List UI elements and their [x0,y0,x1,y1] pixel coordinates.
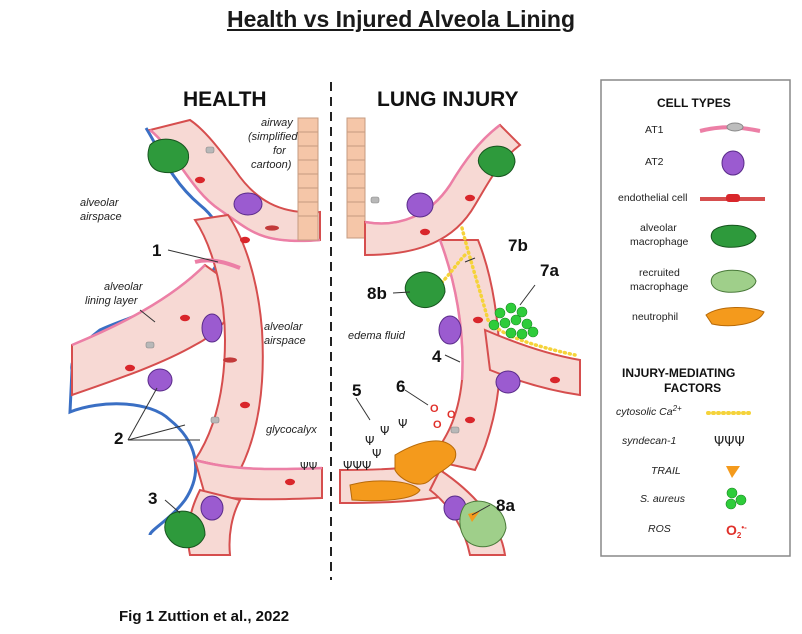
red-blood-cell [125,364,135,372]
recruited-macrophage [459,500,507,548]
alveolar-macrophage [147,138,190,174]
legend-cell-types-title: CELL TYPES [657,96,731,110]
airway-label: airway [261,117,294,129]
ros-cluster: O O O [430,403,456,431]
svg-text:macrophage: macrophage [630,236,689,248]
svg-text:FACTORS: FACTORS [664,381,721,395]
legend-rec-mac: recruited [639,267,680,279]
neutrophil [394,440,457,485]
marker-5: 5 [352,381,361,400]
red-blood-cell [465,194,475,202]
at2-cell [406,192,434,218]
svg-text:O: O [433,419,442,431]
upper-capillary-injury [364,123,522,257]
svg-text:lining layer: lining layer [85,295,139,307]
red-blood-cell [195,176,205,184]
airway-column-right [346,117,366,239]
alveolar-lining-label: alveolar [104,281,144,293]
neutrophil [349,480,421,502]
svg-text:ΨΨΨ: ΨΨΨ [343,459,371,473]
alveolar-macrophage [164,510,206,549]
svg-text:airspace: airspace [80,211,122,223]
marker-3: 3 [148,489,157,508]
red-blood-cell [285,478,295,486]
s-aureus-cluster [488,302,539,340]
syndecan-icon: ΨΨΨ [714,435,745,450]
legend-trail: TRAIL [651,465,681,477]
syndecan-marks: Ψ [365,434,374,448]
marker-2: 2 [114,429,123,448]
legend-box: CELL TYPES AT1 AT2 endothelial cell alve… [600,79,791,557]
svg-text:Ψ: Ψ [380,424,389,438]
red-blood-cell [180,314,190,322]
lung-injury-heading: LUNG INJURY [377,88,519,111]
marker-6: 6 [396,377,405,396]
at2-cell [147,368,173,392]
red-blood-cell [420,228,430,236]
red-blood-cell [465,416,475,424]
svg-text:Ψ: Ψ [372,447,381,461]
svg-text:O: O [447,409,456,421]
cytosolic-calcium-path [460,226,577,357]
saureus-icon [725,487,747,510]
trail-marker [468,511,480,522]
alveolar-macrophage [477,145,516,178]
marker-1: 1 [152,241,161,260]
at2-cell [233,192,263,216]
at2-cell [438,315,462,345]
marker-7b: 7b [508,236,528,255]
red-blood-cell [550,376,560,384]
injury-panel: Ψ Ψ Ψ Ψ ΨΨΨ O O O [339,117,581,556]
svg-text:for: for [273,145,287,157]
svg-text:(simplified: (simplified [248,131,298,143]
red-blood-cell [240,401,250,409]
health-heading: HEALTH [183,88,267,111]
at2-cell [200,495,224,521]
trail-icon [726,466,740,478]
marker-4: 4 [432,347,442,366]
glycocalyx-marks: ΨΨ [300,460,318,473]
marker-7a: 7a [540,261,559,280]
figure-caption: Fig 1 Zuttion et al., 2022 [119,608,290,625]
ros-icon: O2•- [726,522,747,540]
health-panel: ΨΨ [68,117,323,556]
legend-calcium: cytosolic Ca2+ [616,404,682,418]
at2-cell [495,370,521,394]
marker-8a: 8a [496,496,515,515]
svg-text:airspace: airspace [264,335,306,347]
alveolar-airspace-label: alveolar [80,197,120,209]
legend-at1: AT1 [645,124,664,136]
alveolar-airspace-mid-label: alveolar [264,321,304,333]
central-capillary-health [193,213,264,472]
legend-saureus: S. aureus [640,493,686,505]
legend-factors-title: INJURY-MEDIATING [622,366,735,380]
legend-syndecan: syndecan-1 [622,435,676,447]
svg-text:Ψ: Ψ [398,417,407,431]
edema-fluid-label: edema fluid [348,330,406,342]
red-blood-cell [473,316,483,324]
legend-neutrophil: neutrophil [632,311,678,323]
svg-text:O: O [430,403,439,415]
alveolar-macrophage-8b [404,271,446,308]
airway-column [297,117,319,241]
red-blood-cell [240,236,250,244]
at2-cell [201,313,223,343]
svg-text:cartoon): cartoon) [251,159,292,171]
legend-at2: AT2 [645,156,664,168]
marker-8b: 8b [367,284,387,303]
legend-alv-mac: alveolar [640,222,677,234]
legend-endothelial: endothelial cell [618,192,687,204]
svg-text:macrophage: macrophage [630,281,689,293]
figure-title: Health vs Injured Alveola Lining [226,6,576,32]
glycocalyx-label: glycocalyx [266,424,317,436]
legend-ros: ROS [648,523,671,535]
